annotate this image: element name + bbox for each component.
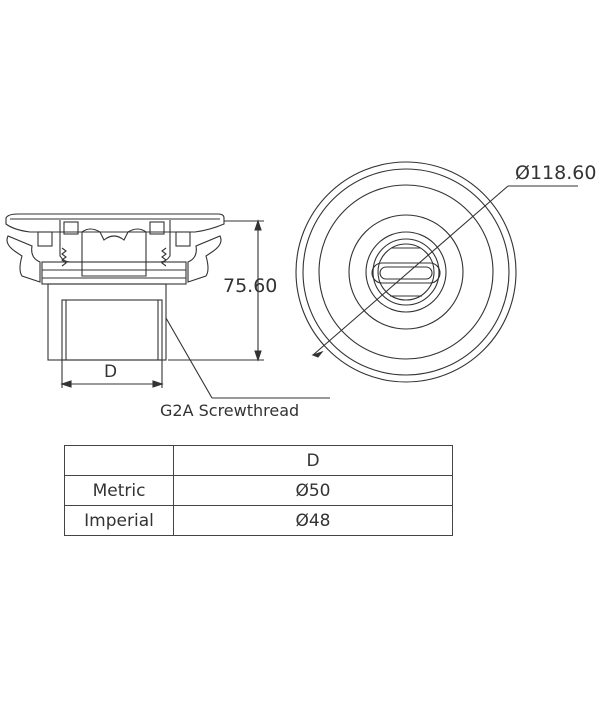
table-row-value: Ø50 bbox=[173, 475, 453, 506]
pipe-diameter-label: D bbox=[104, 362, 118, 382]
table-row-value: Ø48 bbox=[173, 505, 453, 536]
table-row-label: Imperial bbox=[64, 505, 174, 536]
dimension-table: D Metric Ø50 Imperial Ø48 bbox=[64, 445, 453, 536]
top-view bbox=[295, 161, 578, 383]
side-section-view bbox=[5, 213, 225, 361]
height-dimension-label: 75.60 bbox=[223, 275, 278, 297]
outer-diameter-label: Ø118.60 bbox=[515, 162, 597, 184]
table-header-empty bbox=[64, 445, 174, 476]
thread-leader bbox=[165, 317, 330, 399]
thread-callout-label: G2A Screwthread bbox=[160, 401, 300, 420]
table-row: Metric Ø50 bbox=[64, 475, 453, 506]
table-row-label: Metric bbox=[64, 475, 174, 506]
d-dimension bbox=[60, 360, 164, 388]
table-row: Imperial Ø48 bbox=[64, 505, 453, 536]
table-header-row: D bbox=[64, 445, 453, 476]
table-header-d: D bbox=[173, 445, 453, 476]
height-dimension bbox=[168, 219, 264, 362]
